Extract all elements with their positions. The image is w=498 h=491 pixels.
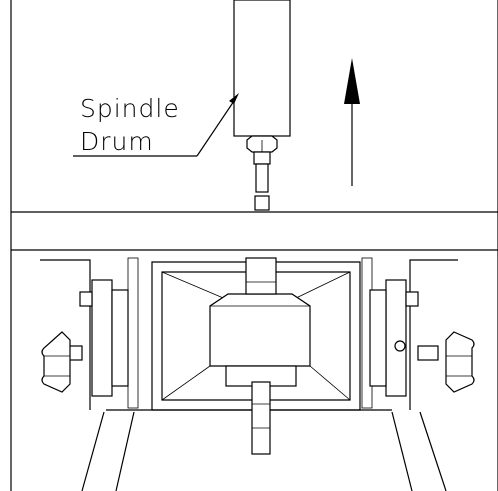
right-knob-icon xyxy=(417,331,475,393)
left-knob-icon xyxy=(41,331,83,393)
up-arrow-icon xyxy=(344,58,360,186)
callout-leader xyxy=(73,93,239,157)
tool-holder xyxy=(246,135,278,211)
callout-label-drum: Drum xyxy=(80,127,154,156)
callout-label-spindle: Spindle xyxy=(80,94,180,123)
left-bracket xyxy=(79,279,129,397)
drawing-frame xyxy=(10,0,498,491)
right-bracket xyxy=(369,279,419,397)
spindle-drum xyxy=(233,0,291,137)
clamp-body xyxy=(151,257,361,455)
support-legs xyxy=(81,411,447,491)
